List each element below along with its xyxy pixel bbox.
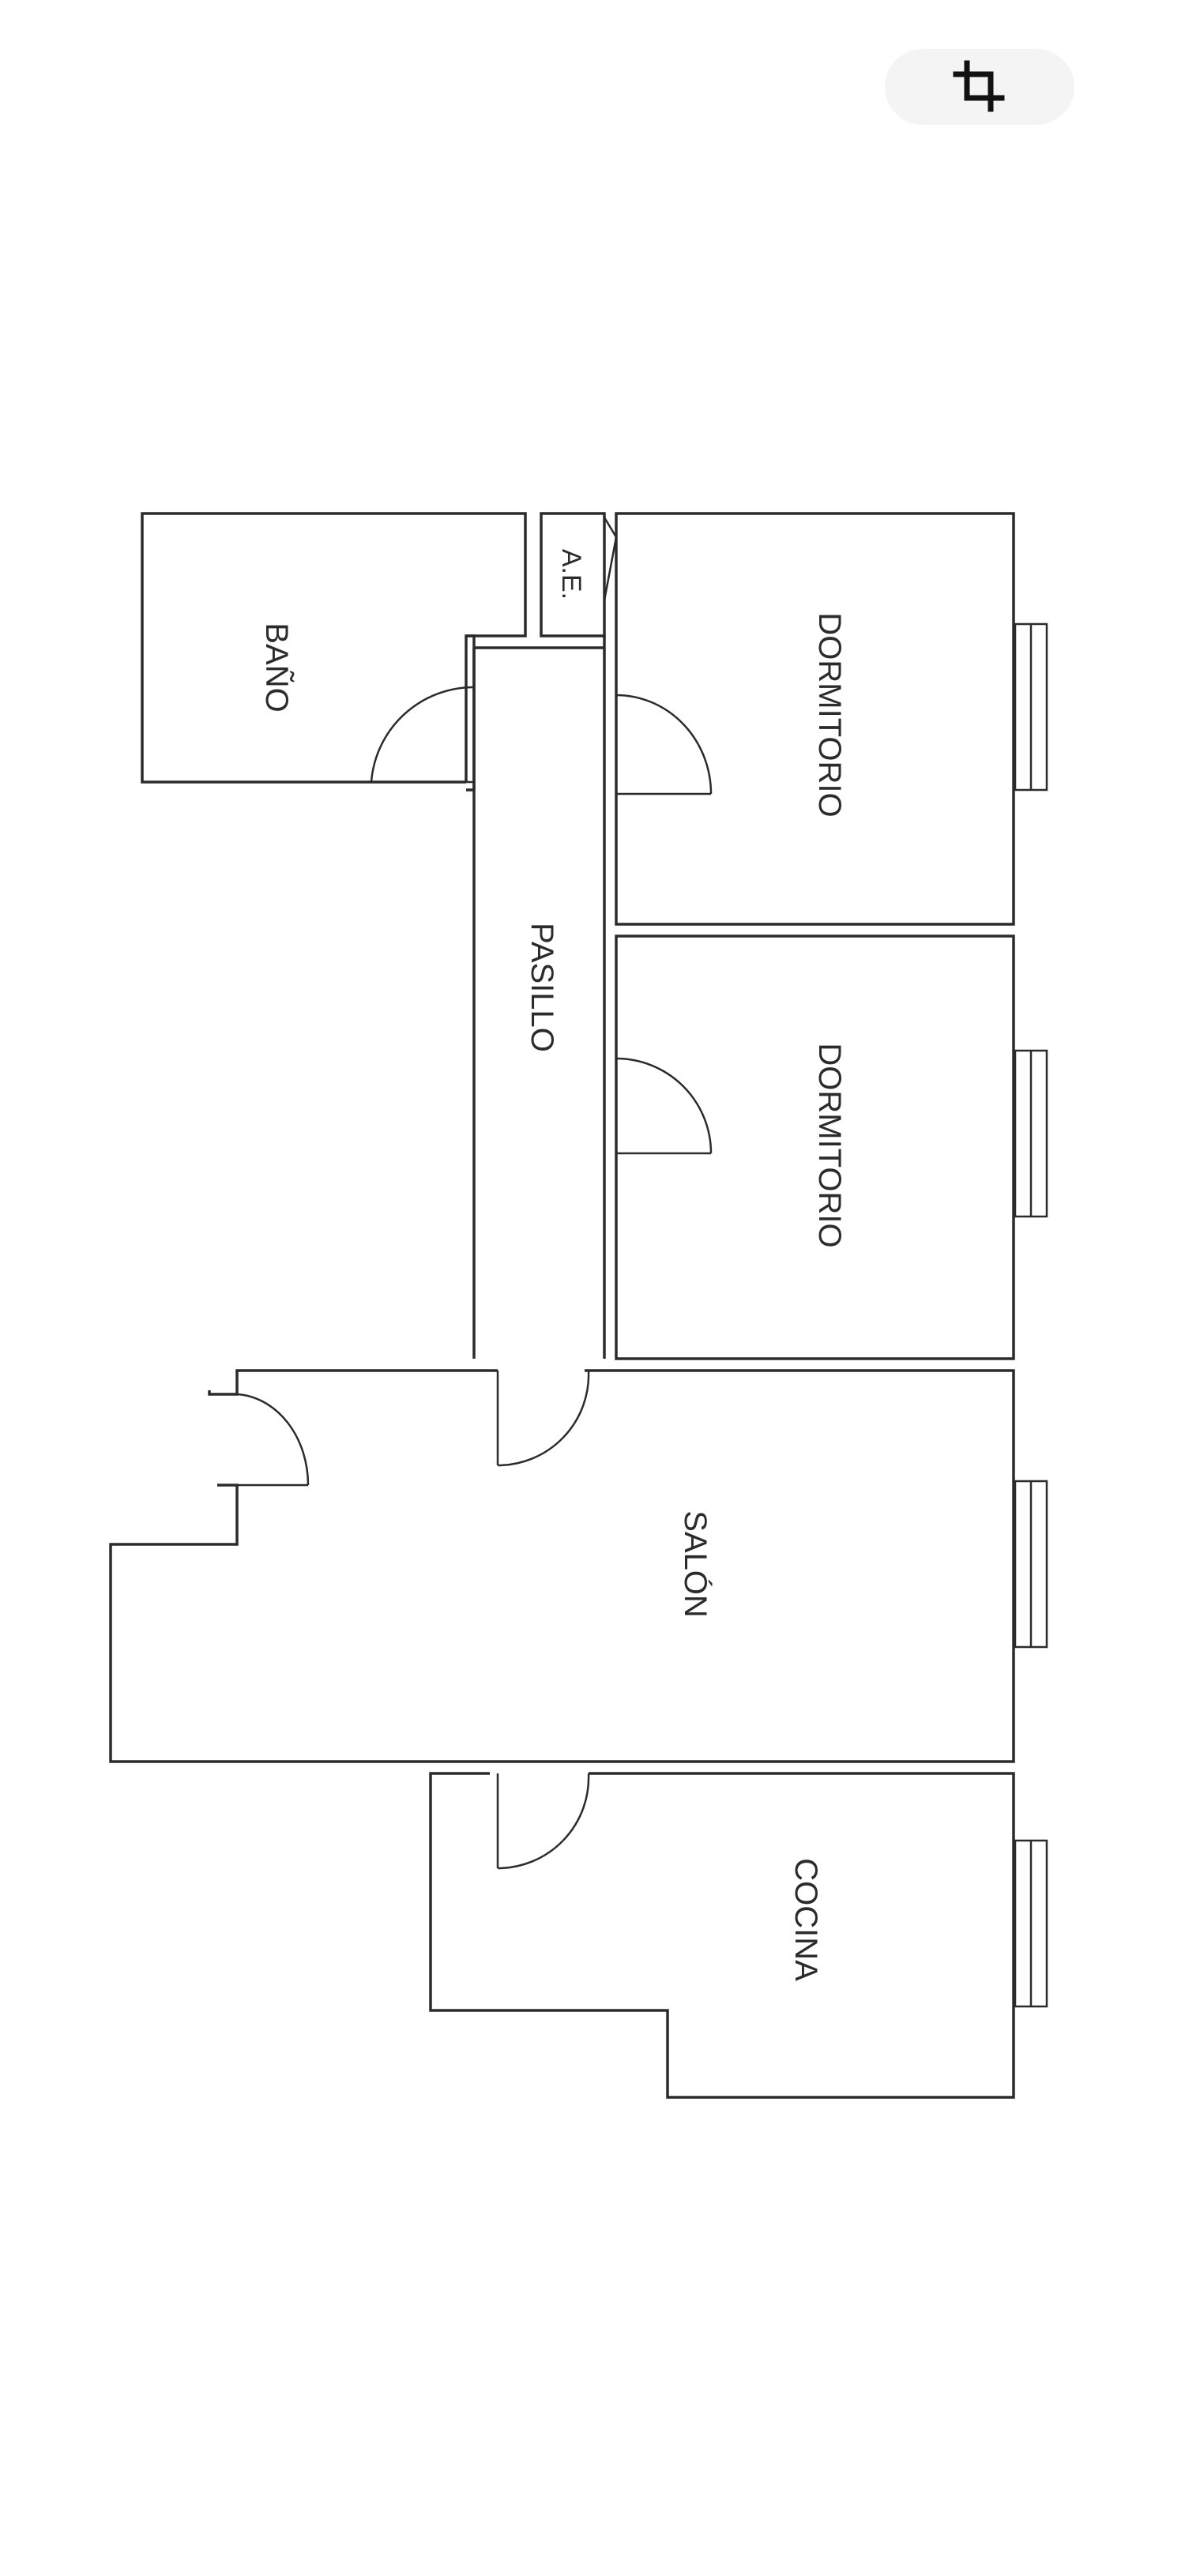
- label-bano: BAÑO: [259, 622, 295, 712]
- crop-icon: [953, 60, 1005, 112]
- room-dormitorio-1: [615, 512, 1048, 926]
- label-pasillo: PASILLO: [525, 923, 559, 1052]
- label-dormitorio-1: DORMITORIO: [812, 612, 847, 817]
- room-pasillo: [466, 634, 606, 1359]
- label-ae: A.E.: [556, 549, 586, 600]
- ae-door-icon: [603, 517, 618, 636]
- room-cocina: [429, 1772, 1048, 2099]
- crop-button[interactable]: [885, 49, 1074, 125]
- door-pasillo-salon: [496, 1370, 590, 1467]
- room-bano: [141, 512, 527, 784]
- door-bano: [370, 686, 475, 784]
- door-dormitorio-1: [615, 694, 713, 795]
- label-cocina: COCINA: [788, 1858, 823, 1981]
- door-dormitorio-2: [615, 1057, 713, 1155]
- door-entrance: [236, 1393, 310, 1487]
- room-salon: [109, 1369, 1048, 1763]
- label-dormitorio-2: DORMITORIO: [812, 1043, 847, 1247]
- label-salon: SALÓN: [678, 1510, 713, 1618]
- door-salon-cocina: [496, 1773, 590, 1870]
- room-dormitorio-2: [615, 935, 1048, 1360]
